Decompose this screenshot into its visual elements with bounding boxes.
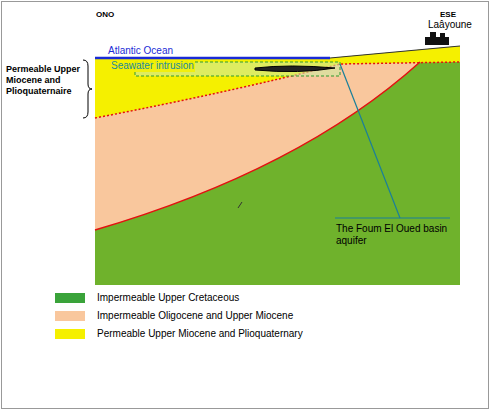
map-label: Atlantic Ocean: [108, 45, 173, 57]
map-label: Laâyoune: [428, 19, 472, 31]
map-label: Permeable Upper Miocene and Plioquaterna…: [6, 64, 86, 97]
legend-swatch: [55, 311, 85, 321]
map-label: The Foum El Oued basin aquifer: [336, 223, 466, 247]
legend-text: Impermeable Oligocene and Upper Miocene: [97, 310, 293, 322]
legend-swatch: [55, 329, 85, 339]
map-label: ESE: [440, 10, 456, 20]
legend-text: Permeable Upper Miocene and Plioquaterna…: [97, 328, 303, 340]
legend-text: Impermeable Upper Cretaceous: [97, 292, 239, 304]
map-label: ONO: [96, 10, 114, 20]
legend-swatch: [55, 293, 85, 303]
map-label: Seawater intrusion: [110, 60, 195, 72]
